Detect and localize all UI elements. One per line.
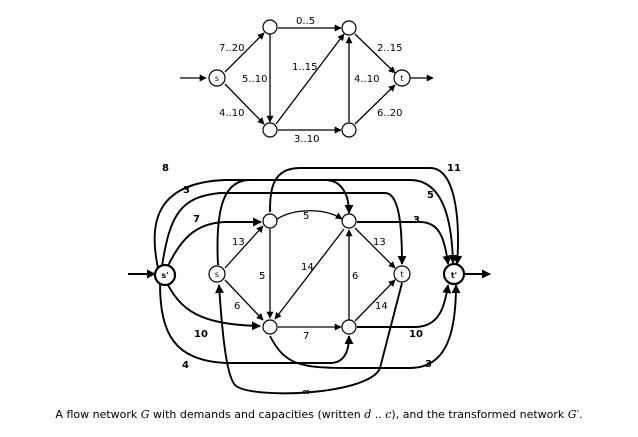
top-edge-d-t [354, 84, 396, 125]
sink-label-from-d: 10 [409, 329, 423, 340]
bottom-edge-c-b [274, 228, 345, 320]
source-label-to-a: 7 [193, 214, 200, 225]
top-node-d [341, 122, 357, 138]
bottom-node-t-prime [442, 262, 466, 286]
sink-label-from-s: 3 [425, 359, 432, 370]
source-edge-to-c [165, 280, 261, 331]
caption-part3: ), and the transformed network [391, 408, 568, 421]
bottom-edge-a-b [276, 210, 343, 220]
bottom-edge-d-t [354, 279, 396, 322]
caption-c: c [385, 408, 392, 421]
bottom-node-b [341, 213, 357, 229]
top-label-c-d: 3..10 [294, 134, 319, 145]
bottom-label-d-t: 14 [375, 301, 388, 312]
sink-edge-from-s [216, 179, 458, 266]
top-edge-s-a [224, 32, 265, 73]
bottom-label-c-b: 14 [301, 262, 314, 273]
bottom-edge-b-t [354, 227, 396, 269]
top-edge-b-t [354, 33, 396, 74]
top-node-s [208, 69, 226, 87]
bottom-label-b-t: 13 [373, 237, 386, 248]
caption-Gprime: G′ [567, 408, 580, 421]
top-edge-s-c [224, 83, 265, 125]
top-label-s-a: 7..20 [219, 43, 244, 54]
figure-caption: A flow network G with demands and capaci… [0, 408, 638, 421]
sink-edge-from-b [357, 221, 452, 265]
source-label-to-b: 8 [162, 163, 169, 174]
bottom-node-s-prime [153, 263, 177, 287]
top-node-s-label: s [215, 74, 219, 83]
bottom-label-a-c: 5 [259, 271, 265, 282]
top-label-c-b: 1..15 [292, 62, 317, 73]
top-node-t-label: t [400, 74, 403, 83]
top-label-a-b: 0..5 [296, 16, 315, 27]
bottom-label-a-b: 5 [303, 211, 309, 222]
bottom-edge-s-c [224, 279, 264, 321]
sink-edge-from-a [269, 167, 463, 265]
top-network: s t 7..20 4..10 5..10 0..5 1..15 3..10 4… [180, 16, 434, 145]
sink-label-from-c: 5 [427, 190, 434, 201]
top-label-a-c: 5..10 [242, 74, 267, 85]
infinity-label: ∞ [302, 387, 310, 398]
edge-t-to-s-infinity [215, 282, 403, 395]
bottom-label-c-d: 7 [303, 331, 309, 342]
bottom-node-t [393, 265, 411, 283]
bottom-node-s [208, 265, 226, 283]
caption-part1: A flow network [55, 408, 141, 421]
bottom-label-s-c: 6 [234, 301, 240, 312]
source-label-to-t: 3 [183, 185, 190, 196]
bottom-edge-s-a [224, 225, 264, 269]
caption-part4: . [579, 408, 583, 421]
caption-dots: .. [371, 408, 386, 421]
bottom-node-t-prime-label: t' [451, 271, 457, 280]
bottom-node-t-label: t [400, 270, 403, 279]
source-edge-to-d [159, 282, 354, 364]
source-label-to-d: 4 [182, 360, 189, 371]
sink-label-from-a: 11 [447, 163, 461, 174]
bottom-node-s-prime-label: s' [161, 271, 168, 280]
bottom-node-d [341, 319, 357, 335]
top-label-d-b: 4..10 [354, 74, 379, 85]
bottom-label-d-b: 6 [352, 271, 358, 282]
bottom-node-a [262, 213, 278, 229]
bottom-node-c [262, 319, 278, 335]
caption-part2: with demands and capacities (written [149, 408, 365, 421]
top-node-a [262, 19, 278, 35]
caption-G: G [140, 408, 150, 421]
top-label-d-t: 6..20 [377, 108, 402, 119]
sink-edge-from-c [269, 284, 461, 369]
source-label-to-c: 10 [194, 329, 208, 340]
source-edge-to-a [166, 217, 262, 269]
top-node-b [341, 20, 357, 36]
bottom-network: s' s t t' 13 6 5 5 14 7 6 13 14 8 3 7 10… [128, 163, 491, 398]
sink-label-from-b: 3 [413, 215, 420, 226]
bottom-label-s-a: 13 [232, 237, 245, 248]
top-label-s-c: 4..10 [219, 108, 244, 119]
top-edge-c-b [275, 33, 345, 125]
bottom-node-s-label: s [215, 270, 219, 279]
top-label-b-t: 2..15 [377, 43, 402, 54]
caption-d: d [364, 408, 372, 421]
source-edge-to-t [161, 192, 407, 267]
sink-edge-from-d [357, 284, 452, 328]
top-node-c [262, 122, 278, 138]
top-node-t [393, 69, 411, 87]
